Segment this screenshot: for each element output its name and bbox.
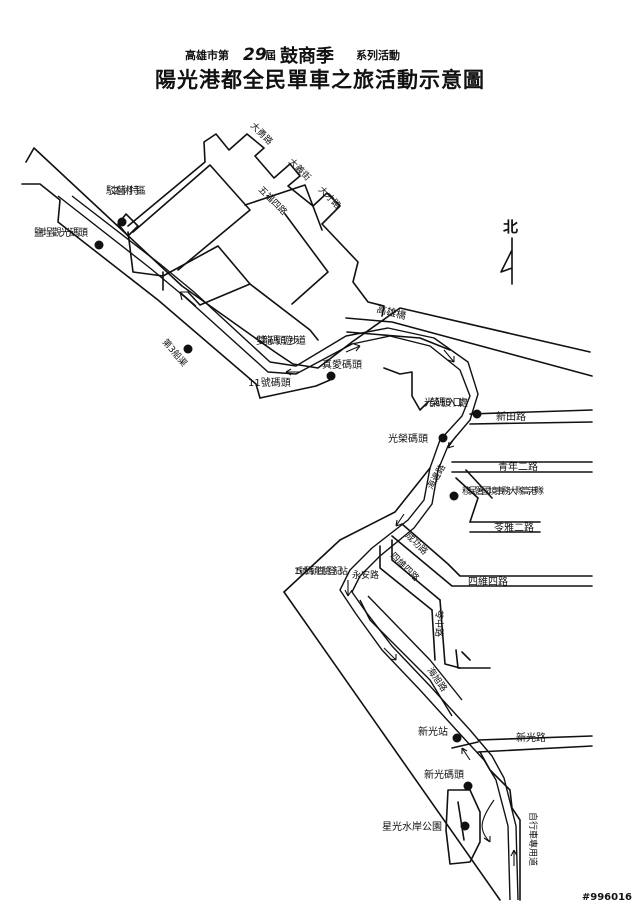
arrow-icon [383,647,397,661]
place-label-checkin: 15號碼頭查驗登記站 [294,565,348,577]
arrow-icon [179,291,197,307]
header-edition: 29 [243,45,267,65]
arrow-icon [344,580,353,597]
road-label-chenggong: 成功路 [403,530,431,558]
road-label-gaoxiong-bridge: 高雄橋 [375,302,407,322]
road-label-bike-lane: 自行車專用道 [527,812,539,866]
header-brand-logo: 鼓商季 [280,45,334,67]
arrow-icon [443,349,455,363]
marker-pier2 [117,217,127,227]
arrow-icon [461,747,471,761]
marker-xinguang-station [452,733,462,743]
arrow-icon [395,513,405,527]
place-label-xingguang-park: 星光水岸公園 [382,820,442,833]
header-suffix: 屆 [265,49,276,62]
place-label-xinguang-pier: 新光碼頭 [424,768,464,781]
header-activity: 系列活動 [356,48,400,62]
arrow-icon [510,849,518,866]
page-title: 陽光港都全民單車之旅活動示意圖 [155,68,485,92]
place-label-yancheng: 鹽埕觀光碼頭 [34,226,88,239]
place-label-guangrong: 光榮碼頭 [388,432,428,445]
place-label-pier2: 駁2藝術特區 [106,184,146,197]
road-label-dayong: 大勇路 [248,120,276,148]
road-label-siwei4: 四維四路 [468,575,508,588]
point-markers [94,217,482,831]
road-label-xinguang: 新光路 [516,731,546,744]
map-header: 高雄市第 29 屆 鼓商季 系列活動 陽光港都全民單車之旅活動示意圖 [155,45,485,92]
road-label-qingnian2: 青年二路 [498,460,538,473]
marker-xinguang-pier [463,781,473,791]
road-network [21,133,593,901]
place-labels: 駁2藝術特區 鹽埕觀光碼頭 第3船渠 雙龍碼頭遊步道 11號碼頭 真愛碼頭 光榮… [34,184,544,833]
north-arrow-icon [500,237,513,285]
place-label-zhenai: 真愛碼頭 [322,358,362,371]
header-prefix: 高雄市第 [185,48,229,62]
road-label-xintian: 新田路 [496,410,526,423]
road-label-lingya2: 苓雅二路 [494,521,534,534]
road-label-dayi: 大義街 [286,156,314,184]
marker-xingguang-park [460,821,470,831]
compass-label: 北 [503,218,518,236]
place-label-guangrong-entry: 光榮碼頭入口處 [424,396,468,409]
place-label-xinguang-station: 新光站 [418,725,448,738]
place-label-yongan: 永安路 [352,569,379,581]
arrow-icon [345,343,361,353]
marker-pier3 [183,344,193,354]
arrow-icon [447,435,457,449]
place-label-pier11: 11號碼頭 [248,376,291,389]
marker-guangrong-entry [472,409,482,419]
place-label-shuanglong: 雙龍碼頭遊步道 [256,334,306,347]
marker-zhenai [326,371,336,381]
arrow-icon [481,799,495,843]
marker-guangrong [438,433,448,443]
north-compass: 北 [500,218,518,285]
marker-immigration [449,491,459,501]
image-stamp: #996016 [582,892,632,903]
bike-route [57,195,519,901]
arrow-icon [285,368,300,376]
marker-yancheng [94,240,104,250]
road-label-lingzhong: 苓中路 [433,610,445,637]
route-direction-arrows [179,291,518,866]
place-label-immigration: 移民署國境事務大隊高港隊 [462,485,544,497]
road-label-wufu4: 五福四路 [256,184,290,218]
